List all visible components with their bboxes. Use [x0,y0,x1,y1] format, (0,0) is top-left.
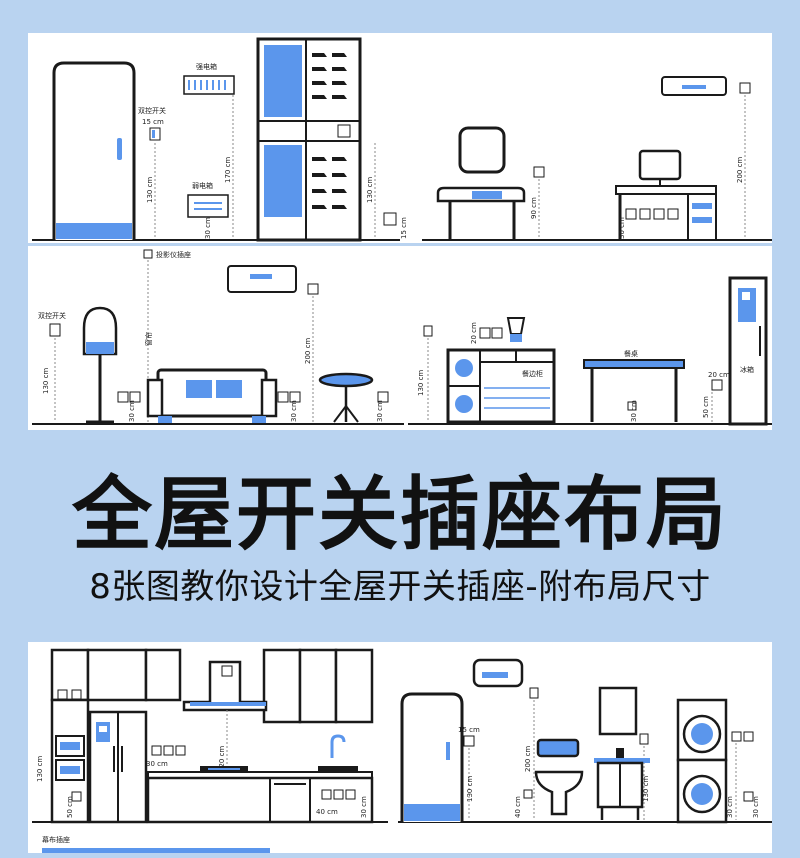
label-projector-socket: 投影仪插座 [156,250,191,259]
socket-icon [523,789,533,799]
switch-icon [463,735,475,747]
kitchen-dim-30b: 30 cm [360,796,368,818]
socket-icon [337,124,351,138]
door-icon [52,61,136,240]
living-dim-30b: 30 cm [290,400,298,422]
label-strong-box: 强电箱 [196,62,217,71]
socket-icon [221,665,233,677]
sink-icon [318,766,358,772]
dining-table-icon [583,359,685,369]
socket-icon [533,166,545,178]
floor-socket-icon [627,401,637,411]
label-fridge: 冰箱 [740,365,754,374]
bath-dim-40: 40 cm [514,796,522,818]
dining-dim-30: 30 cm [630,400,638,422]
socket-icon [625,208,637,220]
entrance-bedroom-drawing: 双控开关 15 cm 130 cm 强电箱 弱电箱 170 cm 30 cm 1… [32,37,772,242]
dining-dim-20b: 20 cm [708,371,730,379]
label-sideboard: 餐边柜 [522,369,543,378]
socket-icon [711,379,723,391]
page-title: 全屋开关插座布局 [72,468,728,561]
kitchen-bathroom-drawing: 220 cm 130 cm 50 cm 30 cm 40 cm 30 cm 幕布… [32,648,772,853]
bath-dim-15: 15 cm [458,726,480,734]
label-double-switch: 双控开关 [138,106,166,115]
bath-dim-30: 30 cm [726,796,734,818]
faucet-icon [330,734,346,758]
kitchen-dim-130: 130 cm [36,756,44,782]
kitchen-dim-30: 30 cm [146,760,168,768]
panel-entrance-bedroom: 双控开关 15 cm 130 cm 强电箱 弱电箱 170 cm 30 cm 1… [28,33,772,243]
vanity-faucet-icon [616,748,624,758]
weak-electric-box-icon [187,194,229,218]
upper-cabinets-icon [50,648,374,724]
bedroom-dim-200: 200 cm [736,157,744,183]
living-dim-200: 200 cm [304,338,312,364]
dim-170: 170 cm [224,157,232,183]
kitchen-dim-50: 50 cm [66,796,74,818]
bedroom-dim-90: 90 cm [530,197,538,219]
blender-icon [506,317,526,335]
socket-icon [383,212,397,226]
dim-15: 15 cm [142,118,164,126]
living-label-double-switch: 双控开关 [38,311,66,320]
label-curtain-socket: 幕布插座 [42,835,70,844]
socket-icon [639,208,651,220]
kitchen-dim-220: 220 cm [218,746,226,772]
socket-icon [377,391,389,403]
living-dining-drawing: 投影仪插座 窗帘 双控开关 130 cm 30 cm 30 cm 200 cm … [32,249,772,426]
label-curtain: 窗帘 [144,332,153,346]
mirror-icon [598,686,638,736]
dim-30: 30 cm [204,217,212,239]
dining-dim-50: 50 cm [702,396,710,418]
panel-kitchen-bathroom: 220 cm 130 cm 50 cm 30 cm 40 cm 30 cm 幕布… [28,642,772,853]
cabinet-dim-15: 15 cm [400,217,408,239]
page-subtitle: 8张图教你设计全屋开关插座-附布局尺寸 [89,567,711,607]
bedroom-dim-30: 30 cm [618,217,626,239]
label-weak-box: 弱电箱 [192,181,213,190]
mirror-icon [458,126,506,174]
desk-icon [615,185,717,195]
toilet-icon [534,770,584,816]
bath-dim-200: 200 cm [524,746,532,772]
strong-electric-box-icon [183,75,235,95]
base-cabinets-icon [146,776,374,824]
living-dim-30a: 30 cm [128,400,136,422]
dining-dim-130: 130 cm [417,370,425,396]
cabinet-dim-130: 130 cm [366,177,374,203]
vanity-top-icon [594,758,650,763]
living-dim-130: 130 cm [42,368,50,394]
socket-icon [739,82,751,94]
label-dining-table: 餐桌 [624,349,638,358]
side-table-icon [318,372,374,388]
monitor-icon [638,149,682,181]
projector-socket-icon [143,249,153,259]
socket-icon [639,733,649,745]
switch-icon [423,325,433,337]
bath-dim-130b: 130 cm [642,776,650,802]
living-dim-30c: 30 cm [376,400,384,422]
socket-icon [653,208,665,220]
door-icon [400,692,464,822]
toilet-tank-icon [536,738,580,758]
kitchen-dim-40: 40 cm [316,808,338,816]
dim-130: 130 cm [146,177,154,203]
dining-dim-20a: 20 cm [470,322,478,344]
bath-dim-130: 130 cm [466,776,474,802]
socket-icon [529,687,539,699]
socket-icon [667,208,679,220]
socket-icon [307,283,319,295]
switch-icon [49,323,61,337]
panel-living-dining: 投影仪插座 窗帘 双控开关 130 cm 30 cm 30 cm 200 cm … [28,246,772,430]
bath-dim-30b: 30 cm [752,796,760,818]
